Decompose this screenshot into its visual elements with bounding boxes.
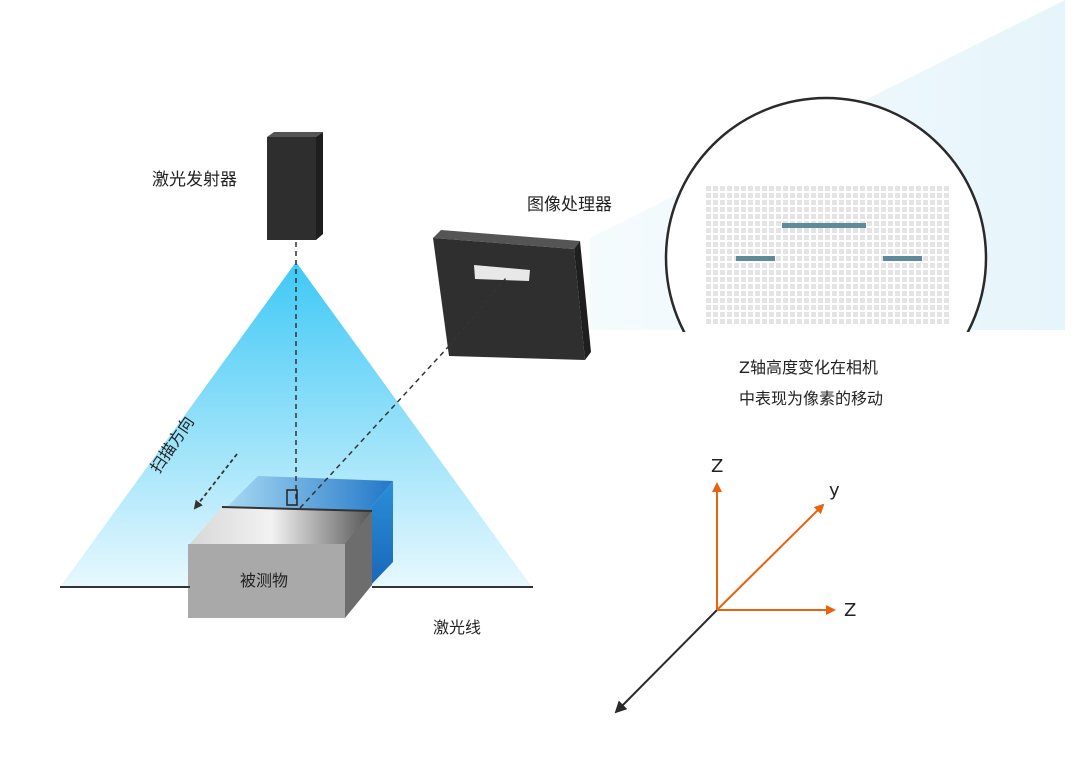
pixel-line-left: [736, 256, 775, 261]
laser-line-label: 激光线: [433, 618, 482, 637]
caption-line-1: Z轴高度变化在相机: [739, 358, 878, 377]
measurement-point-marker: [286, 489, 298, 506]
scan-direction-arrow: [193, 453, 238, 510]
camera-sight-dashed-line: [299, 345, 450, 509]
coordinate-axes: Z y Z: [614, 456, 856, 714]
image-processor-device: [433, 230, 591, 360]
image-processor-label: 图像处理器: [527, 195, 612, 215]
pixel-shift-caption: Z轴高度变化在相机 中表现为像素的移动: [739, 352, 883, 414]
laser-emitter-device: [267, 132, 323, 240]
measured-object-label: 被测物: [240, 571, 289, 590]
sensor-magnifier: [664, 96, 988, 332]
measured-object-box: [188, 506, 373, 618]
sensor-sight-dashed-line: [448, 277, 507, 347]
sensor-window: [474, 265, 530, 281]
pixel-grid: [706, 186, 951, 324]
caption-line-2: 中表现为像素的移动: [739, 389, 884, 408]
pixel-line-right: [883, 256, 922, 261]
axis-diagonal-orange: [716, 503, 825, 611]
pixel-line-top: [782, 223, 866, 228]
axis-label-vertical: Z: [711, 456, 723, 477]
axis-label-diagonal: y: [829, 480, 840, 501]
laser-emitter-label: 激光发射器: [152, 170, 237, 190]
axis-diagonal-dark: [614, 609, 718, 714]
axis-label-horizontal: Z: [844, 600, 856, 621]
